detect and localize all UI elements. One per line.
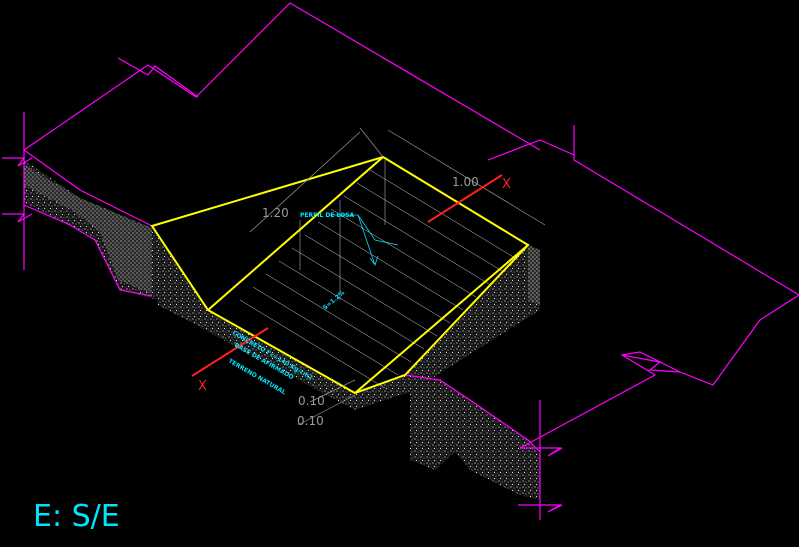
left-sidewalk-outline (23, 2, 541, 151)
section-line-right (427, 174, 503, 223)
right-section-profile (404, 374, 541, 453)
right-break-symbol (520, 447, 563, 457)
slope-note: S=1.2% (322, 289, 346, 311)
left-break-symbol-2 (2, 213, 33, 223)
section-mark-right: X (502, 177, 511, 192)
right-break-line (621, 354, 681, 373)
scale-label: E: S/E (33, 499, 120, 534)
left-break-line (117, 57, 199, 98)
ramp-inner-edge-left (207, 156, 384, 311)
section-mark-left: X (198, 379, 207, 394)
ramp-inner-edge-right (354, 244, 529, 394)
left-sidewalk-front-edge (23, 149, 153, 227)
dimension-thickness-b: 0.10 (297, 414, 324, 428)
dimension-thickness-a: 0.10 (298, 394, 325, 408)
left-base-layer (24, 165, 152, 294)
dimension-length: 1.00 (452, 175, 479, 189)
dimension-lines (249, 127, 546, 426)
right-pavement-edge (528, 245, 540, 305)
right-terrain-section (405, 375, 540, 500)
top-note: PERFIL DE LOSA (300, 212, 355, 219)
under-ramp-ground (152, 228, 540, 410)
right-break-symbol-2 (518, 504, 563, 513)
section-line-left (191, 327, 269, 377)
dimension-width: 1.20 (262, 206, 289, 220)
left-break-symbol (2, 157, 33, 167)
slope-arrows (330, 214, 399, 266)
